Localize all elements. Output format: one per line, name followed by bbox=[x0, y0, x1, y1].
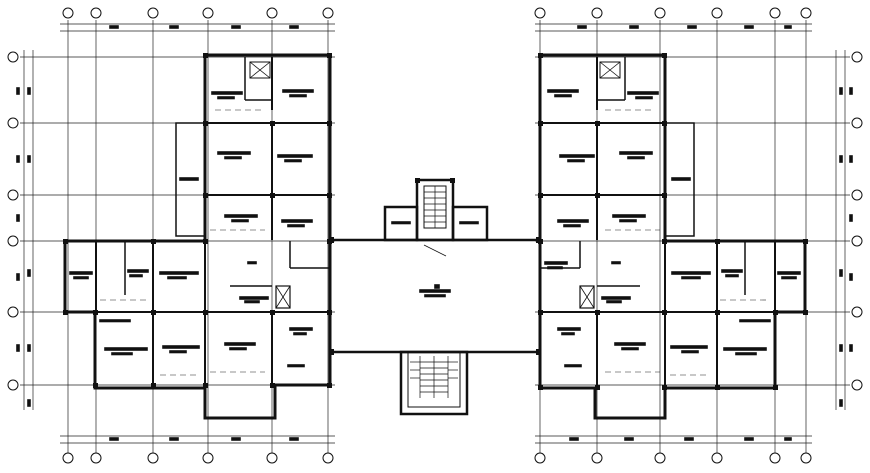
upper-stair-block bbox=[383, 178, 489, 242]
grid-bubbles bbox=[7, 7, 863, 464]
right-wing-outline bbox=[538, 53, 807, 420]
grid-lines bbox=[20, 20, 850, 455]
central-hall bbox=[329, 237, 541, 355]
left-wing-outline bbox=[63, 53, 332, 420]
dimension-lines bbox=[16, 23, 853, 444]
right-wing bbox=[538, 53, 808, 420]
lower-stair-block bbox=[399, 350, 469, 416]
left-wing bbox=[63, 53, 332, 420]
